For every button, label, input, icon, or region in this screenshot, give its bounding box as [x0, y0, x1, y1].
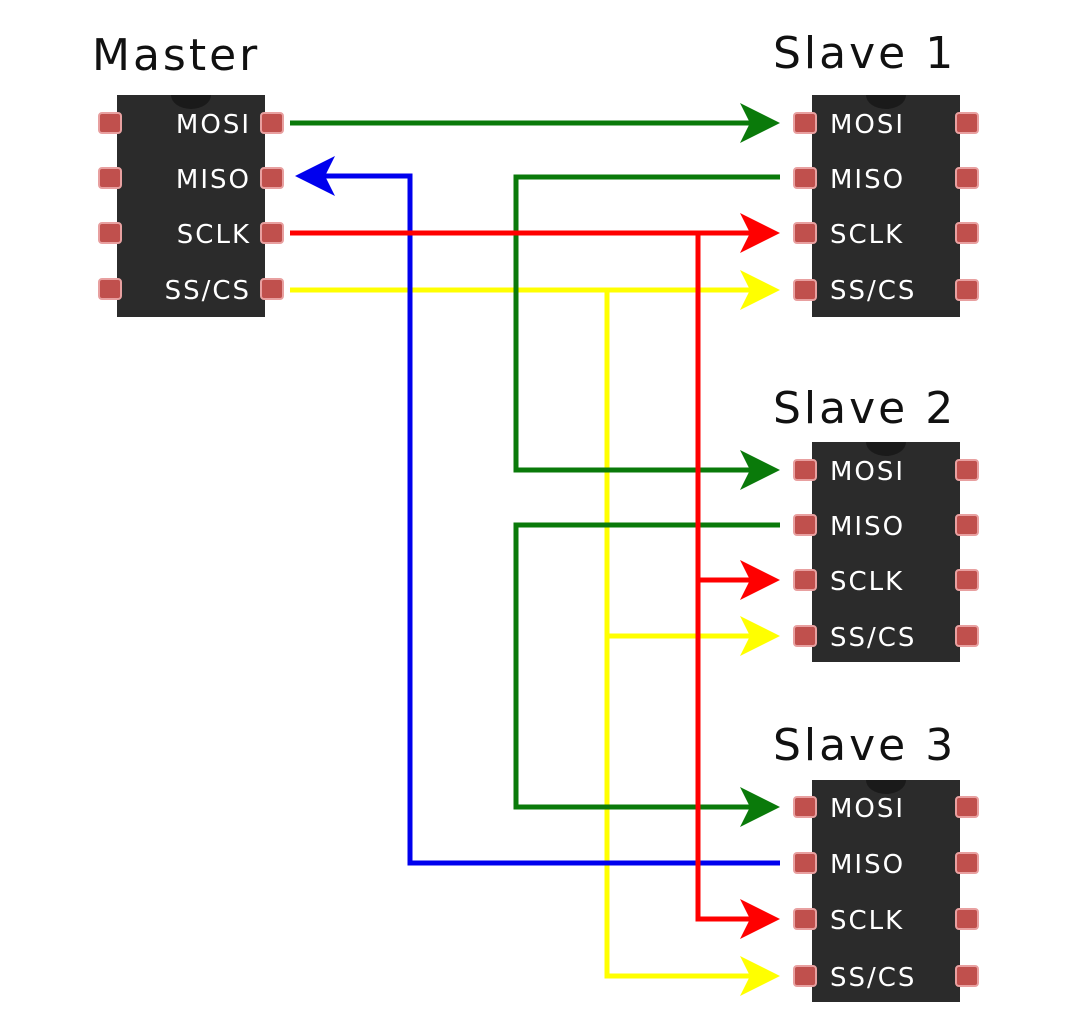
slave3-pin-sclk: SCLK	[830, 906, 904, 936]
pin-pad	[793, 222, 817, 244]
pin-pad	[793, 625, 817, 647]
master-pin-mosi: MOSI	[176, 110, 251, 140]
master-title: Master	[92, 30, 260, 81]
slave3-chip-notch	[866, 780, 906, 794]
pin-pad	[955, 569, 979, 591]
pin-pad	[793, 908, 817, 930]
pin-pad	[955, 796, 979, 818]
pin-pad	[260, 222, 284, 244]
master-chip-notch	[171, 95, 211, 109]
pin-pad	[260, 278, 284, 300]
pin-pad	[793, 514, 817, 536]
slave1-pin-sclk: SCLK	[830, 220, 904, 250]
pin-pad	[98, 222, 122, 244]
slave3-chip-body	[812, 780, 960, 1002]
master-chip-body	[117, 95, 265, 317]
pin-pad	[955, 279, 979, 301]
master-pin-sclk: SCLK	[177, 220, 251, 250]
master-pins-left	[98, 112, 122, 300]
slave1-pin-mosi: MOSI	[830, 110, 905, 140]
wire-ss-bus	[604, 290, 780, 996]
pin-pad	[793, 167, 817, 189]
pin-pad	[955, 908, 979, 930]
slave1-chip: Slave 1 MOSI MISO SCLK SS/CS	[773, 28, 979, 317]
pin-pad	[955, 625, 979, 647]
pin-pad	[793, 569, 817, 591]
wire-sclk-bus	[695, 233, 780, 939]
pin-pad	[955, 222, 979, 244]
pin-pad	[793, 796, 817, 818]
slave2-pin-mosi: MOSI	[830, 457, 905, 487]
pin-pad	[260, 112, 284, 134]
pin-pad	[98, 278, 122, 300]
pin-pad	[955, 459, 979, 481]
pin-pad	[793, 965, 817, 987]
slave1-chip-body	[812, 95, 960, 317]
pin-pad	[793, 279, 817, 301]
slave3-pin-mosi: MOSI	[830, 794, 905, 824]
pin-pad	[955, 167, 979, 189]
master-pin-ss: SS/CS	[165, 276, 251, 306]
wire-slave2-miso-to-slave3-mosi	[513, 522, 780, 827]
master-chip: Master MOSI MISO SCLK SS/CS	[92, 30, 284, 317]
pin-pad	[793, 112, 817, 134]
slave2-pin-ss: SS/CS	[830, 623, 916, 653]
slave2-chip: Slave 2 MOSI MISO SCLK SS/CS	[773, 383, 979, 662]
master-pins-right	[260, 112, 284, 300]
slave2-title: Slave 2	[773, 383, 956, 434]
slave1-chip-notch	[866, 95, 906, 109]
slave1-title: Slave 1	[773, 28, 956, 79]
pin-pad	[955, 112, 979, 134]
pin-pad	[793, 852, 817, 874]
pin-pad	[260, 167, 284, 189]
pin-pad	[98, 167, 122, 189]
slave1-pin-ss: SS/CS	[830, 276, 916, 306]
slave3-title: Slave 3	[773, 720, 956, 771]
slave1-pin-miso: MISO	[830, 165, 905, 195]
pin-pad	[98, 112, 122, 134]
slave2-chip-body	[812, 442, 960, 662]
wire-slave1-miso-to-slave2-mosi	[513, 174, 780, 490]
slave3-pin-miso: MISO	[830, 850, 905, 880]
slave2-chip-notch	[866, 442, 906, 456]
wire-miso-to-master	[295, 156, 780, 866]
pin-pad	[955, 965, 979, 987]
master-pin-miso: MISO	[176, 165, 251, 195]
pin-pad	[793, 459, 817, 481]
pin-pad	[955, 514, 979, 536]
wires	[290, 103, 780, 996]
slave3-chip: Slave 3 MOSI MISO SCLK SS/CS	[773, 720, 979, 1002]
slave3-pin-ss: SS/CS	[830, 963, 916, 993]
slave2-pin-sclk: SCLK	[830, 567, 904, 597]
slave2-pin-miso: MISO	[830, 512, 905, 542]
pin-pad	[955, 852, 979, 874]
